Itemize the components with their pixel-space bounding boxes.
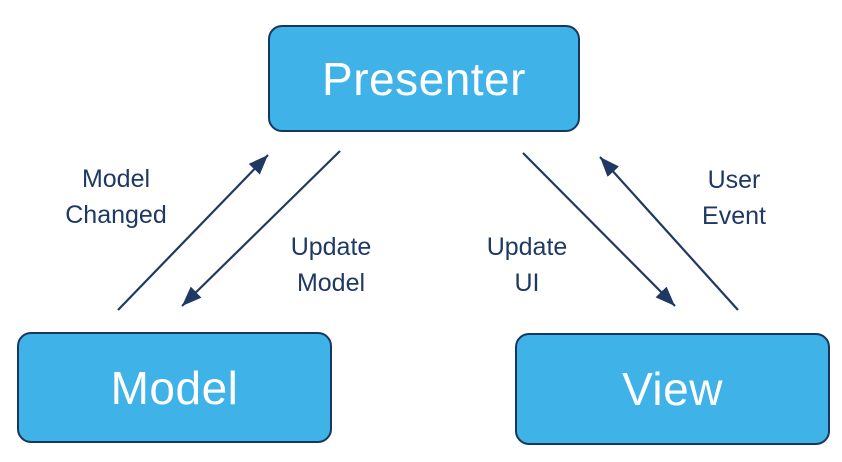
edge-label-line: Model [296, 269, 366, 297]
edge-label-line: Event [702, 202, 766, 230]
arrow-model-changed [117, 154, 269, 311]
node-model: Model [17, 332, 332, 443]
edge-label-line: Update [290, 233, 372, 261]
node-model-label: Model [110, 361, 239, 414]
edge-label-model-changed: Model Changed [36, 161, 196, 233]
arrow-user-event [599, 156, 739, 311]
edge-label-line: Model [81, 165, 151, 193]
node-view-label: View [622, 363, 723, 415]
edge-label-line: Changed [65, 201, 167, 229]
edge-label-update-ui: Update UI [447, 229, 607, 301]
node-presenter-label: Presenter [322, 52, 526, 105]
node-presenter: Presenter [268, 25, 580, 132]
node-view: View [515, 333, 830, 445]
arrow-update-model [181, 150, 341, 307]
edge-label-line: Update [486, 233, 568, 261]
edge-label-line: UI [514, 269, 540, 297]
edge-label-update-model: Update Model [251, 229, 411, 301]
arrow-update-ui [522, 152, 676, 307]
edge-label-line: User [707, 166, 761, 194]
edge-label-user-event: User Event [654, 162, 814, 234]
